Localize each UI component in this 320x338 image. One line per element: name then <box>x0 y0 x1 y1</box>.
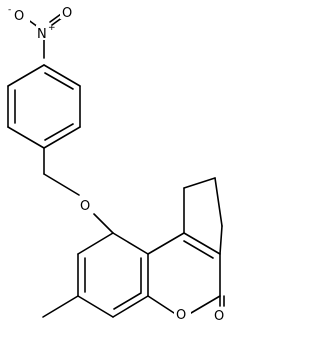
atom-o-carbonyl: O <box>214 309 224 324</box>
bond-c4-c3-b <box>183 240 214 259</box>
bond-n-o-double-a <box>49 13 62 23</box>
atom-n-plus-charge: + <box>48 23 56 33</box>
bond-benzo-1 <box>112 232 149 255</box>
atom-o-nitro: O <box>62 6 72 21</box>
bond-ring1-6 <box>7 64 45 87</box>
bond-ring1-inner-b <box>44 123 74 141</box>
bond-o-benzo <box>93 213 114 234</box>
bond-ch2-o <box>43 173 80 196</box>
atom-o-ring: O <box>176 308 186 323</box>
bond-ring1-inner-a <box>44 72 74 90</box>
bond-c4a-c4 <box>147 232 185 255</box>
bond-cp-3 <box>214 177 223 227</box>
bond-ring1-4 <box>7 126 45 149</box>
bond-lines <box>7 13 225 318</box>
bond-methyl <box>42 295 79 318</box>
atom-labels: O - N + O O O O <box>8 4 228 324</box>
bond-benzo-3 <box>112 295 149 318</box>
atom-n-plus: N <box>37 27 47 42</box>
bond-oring-c8a <box>147 295 175 314</box>
bond-ring1-1 <box>43 64 81 87</box>
bond-benzo-4 <box>77 295 114 318</box>
atom-o-minus: O <box>14 9 24 24</box>
bond-benzo-6 <box>77 232 114 255</box>
bond-benzo-inner-c <box>113 292 142 310</box>
molecule-structure-diagram: O - N + O O O O <box>7 4 228 324</box>
bond-cp-4 <box>219 225 223 255</box>
bond-cp-2 <box>183 177 216 189</box>
atom-o-minus-charge: - <box>8 5 11 15</box>
bond-c2-oring <box>190 295 221 314</box>
atom-o-ether: O <box>80 199 90 214</box>
bond-c4-c3-a <box>183 232 221 255</box>
bond-ring1-3 <box>43 126 81 149</box>
